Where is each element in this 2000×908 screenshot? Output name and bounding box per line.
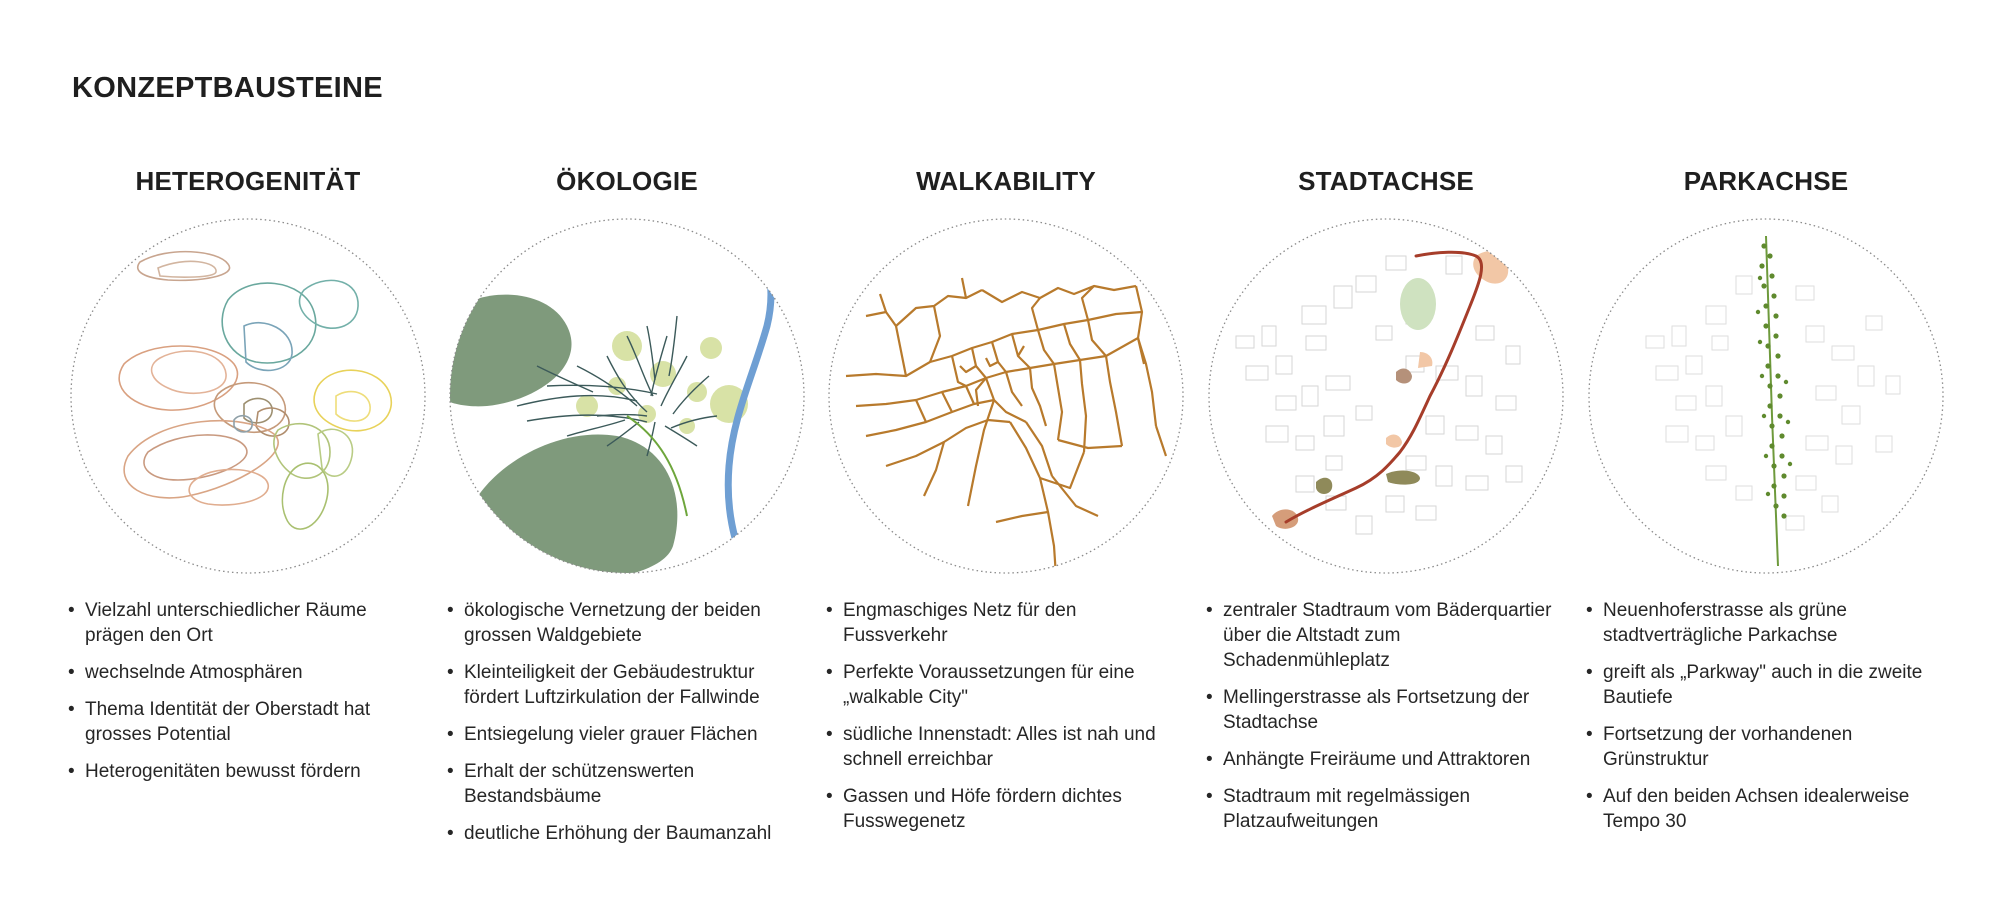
column-parkachse: PARKACHSE	[1586, 166, 1946, 846]
list-item: zentraler Stadtraum vom Bäderquartier üb…	[1206, 598, 1566, 673]
street-network	[845, 277, 1168, 573]
diagram-circle-border	[828, 218, 1184, 574]
list-item: Fortsetzung der vorhandenen Grünstruktur	[1586, 722, 1946, 772]
square-area	[1386, 470, 1420, 485]
bullet-list-parkachse: Neuenhoferstrasse als grüne stadtverträg…	[1586, 598, 1946, 834]
list-item: Mellingerstrasse als Fortsetzung der Sta…	[1206, 685, 1566, 735]
city-axis-line	[1284, 250, 1483, 524]
space-outline	[317, 428, 354, 477]
list-item: Anhängte Freiräume und Attraktoren	[1206, 747, 1566, 772]
list-item: greift als „Parkway" auch in die zweite …	[1586, 660, 1946, 710]
column-heterogenitaet: HETEROGENITÄT Vielzahl unterschied	[68, 166, 428, 796]
list-item: Vielzahl unterschiedlicher Räume prägen …	[68, 598, 428, 648]
list-item: Neuenhoferstrasse als grüne stadtverträg…	[1586, 598, 1946, 648]
list-item: Erhalt der schützenswerten Bestandsbäume	[447, 759, 807, 809]
bullet-list-heterogenitaet: Vielzahl unterschiedlicher Räume prägen …	[68, 598, 428, 784]
building-footprints	[1235, 255, 1523, 535]
space-outline	[281, 462, 329, 530]
column-title-parkachse: PARKACHSE	[1683, 166, 1849, 196]
list-item: Stadtraum mit regelmässigen Platzaufweit…	[1206, 784, 1566, 834]
space-outline	[213, 381, 287, 434]
diagram-circle-border	[1208, 218, 1564, 574]
space-outline	[123, 420, 279, 499]
list-item: Engmaschiges Netz für den Fussverkehr	[826, 598, 1186, 648]
space-outline	[298, 279, 359, 329]
column-title-stadtachse: STADTACHSE	[1298, 166, 1474, 196]
space-outline	[243, 321, 293, 372]
heterogenitaet-diagram	[70, 218, 426, 574]
space-outline	[221, 282, 317, 364]
space-outline	[157, 260, 217, 278]
list-item: wechselnde Atmosphären	[68, 660, 428, 685]
space-outline	[273, 422, 331, 479]
list-item: deutliche Erhöhung der Baumanzahl	[447, 821, 807, 846]
list-item: Gassen und Höfe fördern dichtes Fusswege…	[826, 784, 1186, 834]
list-item: südliche Innenstadt: Alles ist nah und s…	[826, 722, 1186, 772]
space-outline	[137, 250, 231, 282]
green-corridor-line	[626, 415, 688, 517]
bullet-list-oekologie: ökologische Vernetzung der beiden grosse…	[447, 598, 807, 846]
list-item: Kleinteiligkeit der Gebäudestruktur förd…	[447, 660, 807, 710]
list-item: Auf den beiden Achsen idealerweise Tempo…	[1586, 784, 1946, 834]
list-item: Perfekte Voraussetzungen für eine „walka…	[826, 660, 1186, 710]
forest-area-north	[450, 294, 572, 407]
park-axis-line	[1765, 235, 1779, 567]
space-outline	[143, 434, 248, 481]
bullet-list-walkability: Engmaschiges Netz für den Fussverkehr Pe…	[826, 598, 1186, 834]
walkability-diagram	[828, 218, 1184, 574]
stadtachse-diagram	[1208, 218, 1564, 574]
space-outline	[150, 350, 227, 394]
parkachse-diagram	[1588, 218, 1944, 574]
column-oekologie: ÖKOLOGIE	[447, 166, 807, 858]
space-outline	[118, 345, 239, 411]
oekologie-diagram	[449, 218, 805, 574]
list-item: Entsiegelung vieler grauer Flächen	[447, 722, 807, 747]
list-item: ökologische Vernetzung der beiden grosse…	[447, 598, 807, 648]
space-outline	[313, 369, 393, 432]
column-stadtachse: STADTACHSE	[1206, 166, 1566, 846]
list-item: Thema Identität der Oberstadt hat grosse…	[68, 697, 428, 747]
bullet-list-stadtachse: zentraler Stadtraum vom Bäderquartier üb…	[1206, 598, 1566, 834]
space-outline	[243, 397, 273, 424]
building-footprints	[1645, 275, 1901, 531]
column-title-walkability: WALKABILITY	[916, 166, 1096, 196]
wind-flow-lines	[516, 315, 718, 457]
diagram-circle-border	[1588, 218, 1944, 574]
square-area	[1418, 352, 1433, 368]
square-area	[1272, 509, 1299, 529]
list-item: Heterogenitäten bewusst fördern	[68, 759, 428, 784]
square-area	[1396, 368, 1412, 384]
page-title: KONZEPTBAUSTEINE	[72, 72, 383, 104]
tree-cluster	[576, 331, 748, 434]
forest-area-south	[463, 434, 678, 573]
square-area	[1316, 477, 1333, 494]
tree-row	[1755, 243, 1793, 519]
square-area	[1386, 434, 1402, 448]
park-area	[1400, 278, 1436, 330]
space-outline	[233, 414, 253, 433]
column-title-oekologie: ÖKOLOGIE	[556, 166, 698, 196]
diagram-circle-border	[449, 218, 805, 574]
column-title-heterogenitaet: HETEROGENITÄT	[135, 166, 361, 196]
diagram-circle-border	[70, 218, 426, 574]
space-outline	[335, 390, 371, 422]
space-outline	[255, 407, 290, 437]
column-walkability: WALKABILITY	[826, 166, 1186, 846]
space-outline	[188, 468, 269, 506]
